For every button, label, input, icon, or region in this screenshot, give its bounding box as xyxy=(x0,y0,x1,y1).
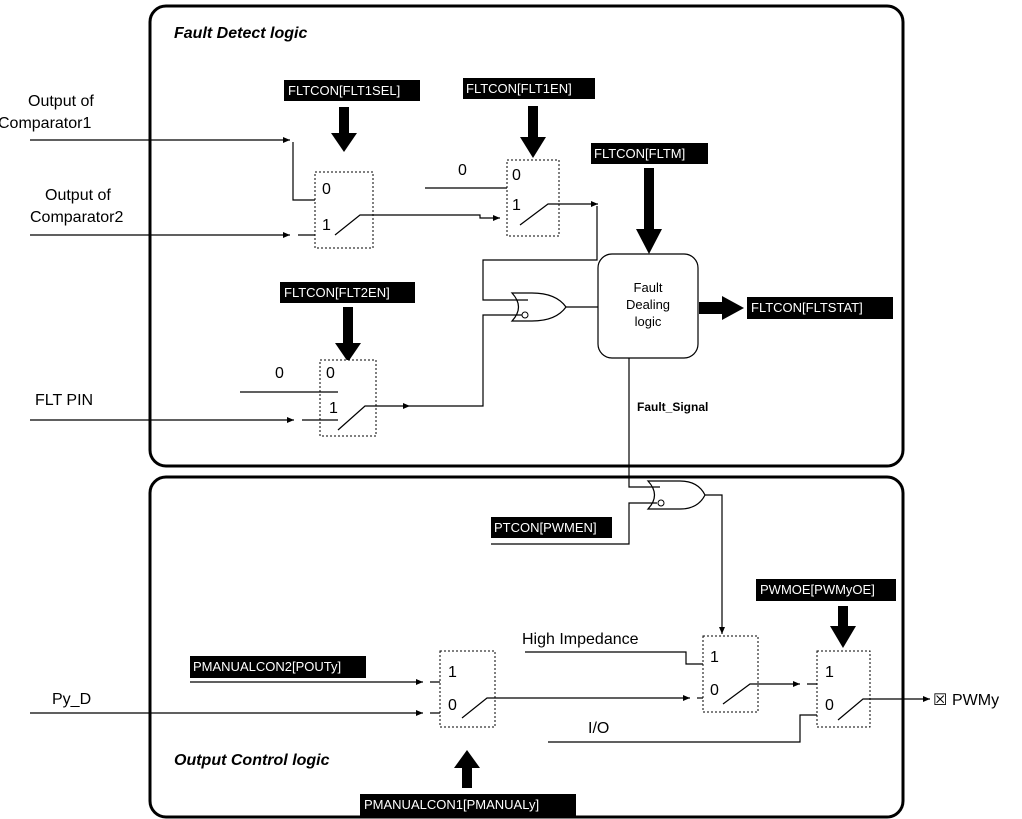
mux-pmanualy xyxy=(439,650,496,728)
fltstat-register: FLTCON[FLTSTAT] xyxy=(751,300,863,315)
mux1-input1-label: 1 xyxy=(322,217,331,234)
mux3-switch xyxy=(337,405,376,431)
or-output-wire xyxy=(705,494,725,634)
pwmen-wire xyxy=(491,502,657,545)
mux1-input0-label: 0 xyxy=(322,181,331,198)
fault-detect-title: Fault Detect logic xyxy=(174,25,307,42)
mux3-to-or-wire xyxy=(410,314,522,407)
flt1en-arrow xyxy=(520,137,546,158)
mux3-input0-label: 0 xyxy=(326,365,335,382)
mux5-input0-label: 0 xyxy=(710,682,719,699)
pwmy-output-symbol: ☒ xyxy=(933,692,947,709)
high-impedance-label: High Impedance xyxy=(522,631,639,648)
mux2-switch xyxy=(519,203,559,226)
fault-dealing-line1: Fault xyxy=(634,280,663,295)
high-impedance-wire xyxy=(525,651,708,665)
mux6-switch xyxy=(837,698,870,721)
flt1sel-arrow xyxy=(331,133,357,152)
pwmyoe-arrow xyxy=(830,626,856,648)
mux1-output-wire xyxy=(373,214,500,221)
mux2-input1-label: 1 xyxy=(512,197,521,214)
fault-detect-panel xyxy=(148,4,905,468)
mux2-to-or-wire xyxy=(482,206,598,301)
output-control-title: Output Control logic xyxy=(174,752,330,769)
mux6-input0-label: 0 xyxy=(825,697,834,714)
flt2en-register: FLTCON[FLT2EN] xyxy=(284,285,390,300)
fltstat-arrow xyxy=(722,296,744,320)
output-control-panel xyxy=(148,475,905,819)
io-wire xyxy=(548,714,828,743)
py-d-label: Py_D xyxy=(52,691,91,708)
mux-fault-highz xyxy=(702,635,759,713)
io-label: I/O xyxy=(588,720,609,737)
pmanualy-register: PMANUALCON1[PMANUALy] xyxy=(364,797,539,812)
pouty-register: PMANUALCON2[POUTy] xyxy=(193,659,341,674)
comparator1-label-line1: Output of xyxy=(28,93,94,110)
mux-flt2en xyxy=(319,359,377,437)
fltm-arrow xyxy=(636,229,662,254)
mux5-input1-label: 1 xyxy=(710,649,719,666)
pwmen-register: PTCON[PWMEN] xyxy=(494,520,597,535)
pmanualy-arrow xyxy=(454,750,480,768)
fault-dealing-block xyxy=(597,253,699,359)
comparator2-label-line1: Output of xyxy=(45,187,111,204)
mux4-switch xyxy=(461,697,495,719)
mux2-input0-label: 0 xyxy=(512,167,521,184)
flt2en-arrow xyxy=(335,343,361,362)
mux5-switch xyxy=(722,683,758,705)
flt-pin-label: FLT PIN xyxy=(35,392,93,409)
mux2-const-zero: 0 xyxy=(458,162,467,179)
pwmy-output-label: PWMy xyxy=(952,692,999,709)
mux4-input1-label: 1 xyxy=(448,664,457,681)
comparator1-to-mux-wire xyxy=(292,142,320,201)
fault-signal-wire xyxy=(628,358,660,488)
mux-flt1en xyxy=(506,159,560,237)
fltm-register: FLTCON[FLTM] xyxy=(594,146,685,161)
mux-pwmyoe xyxy=(816,650,871,728)
mux3-const-zero: 0 xyxy=(275,365,284,382)
comparator1-label-line2: Comparator1 xyxy=(0,115,91,132)
fault-signal-label: Fault_Signal xyxy=(637,400,708,414)
comparator2-label-line2: Comparator2 xyxy=(30,209,123,226)
mux4-input0-label: 0 xyxy=(448,697,457,714)
mux6-input1-label: 1 xyxy=(825,664,834,681)
fault-dealing-line2: Dealing xyxy=(626,297,670,312)
mux3-input1-label: 1 xyxy=(329,400,338,417)
fault-or-gate xyxy=(510,292,567,322)
pwmyoe-register: PWMOE[PWMyOE] xyxy=(760,582,875,597)
fault-dealing-line3: logic xyxy=(635,314,662,329)
mux1-switch xyxy=(334,214,373,236)
mux-flt1sel xyxy=(314,171,374,249)
flt1en-register: FLTCON[FLT1EN] xyxy=(466,81,572,96)
output-or-gate xyxy=(646,480,706,510)
flt1sel-register: FLTCON[FLT1SEL] xyxy=(288,83,400,98)
